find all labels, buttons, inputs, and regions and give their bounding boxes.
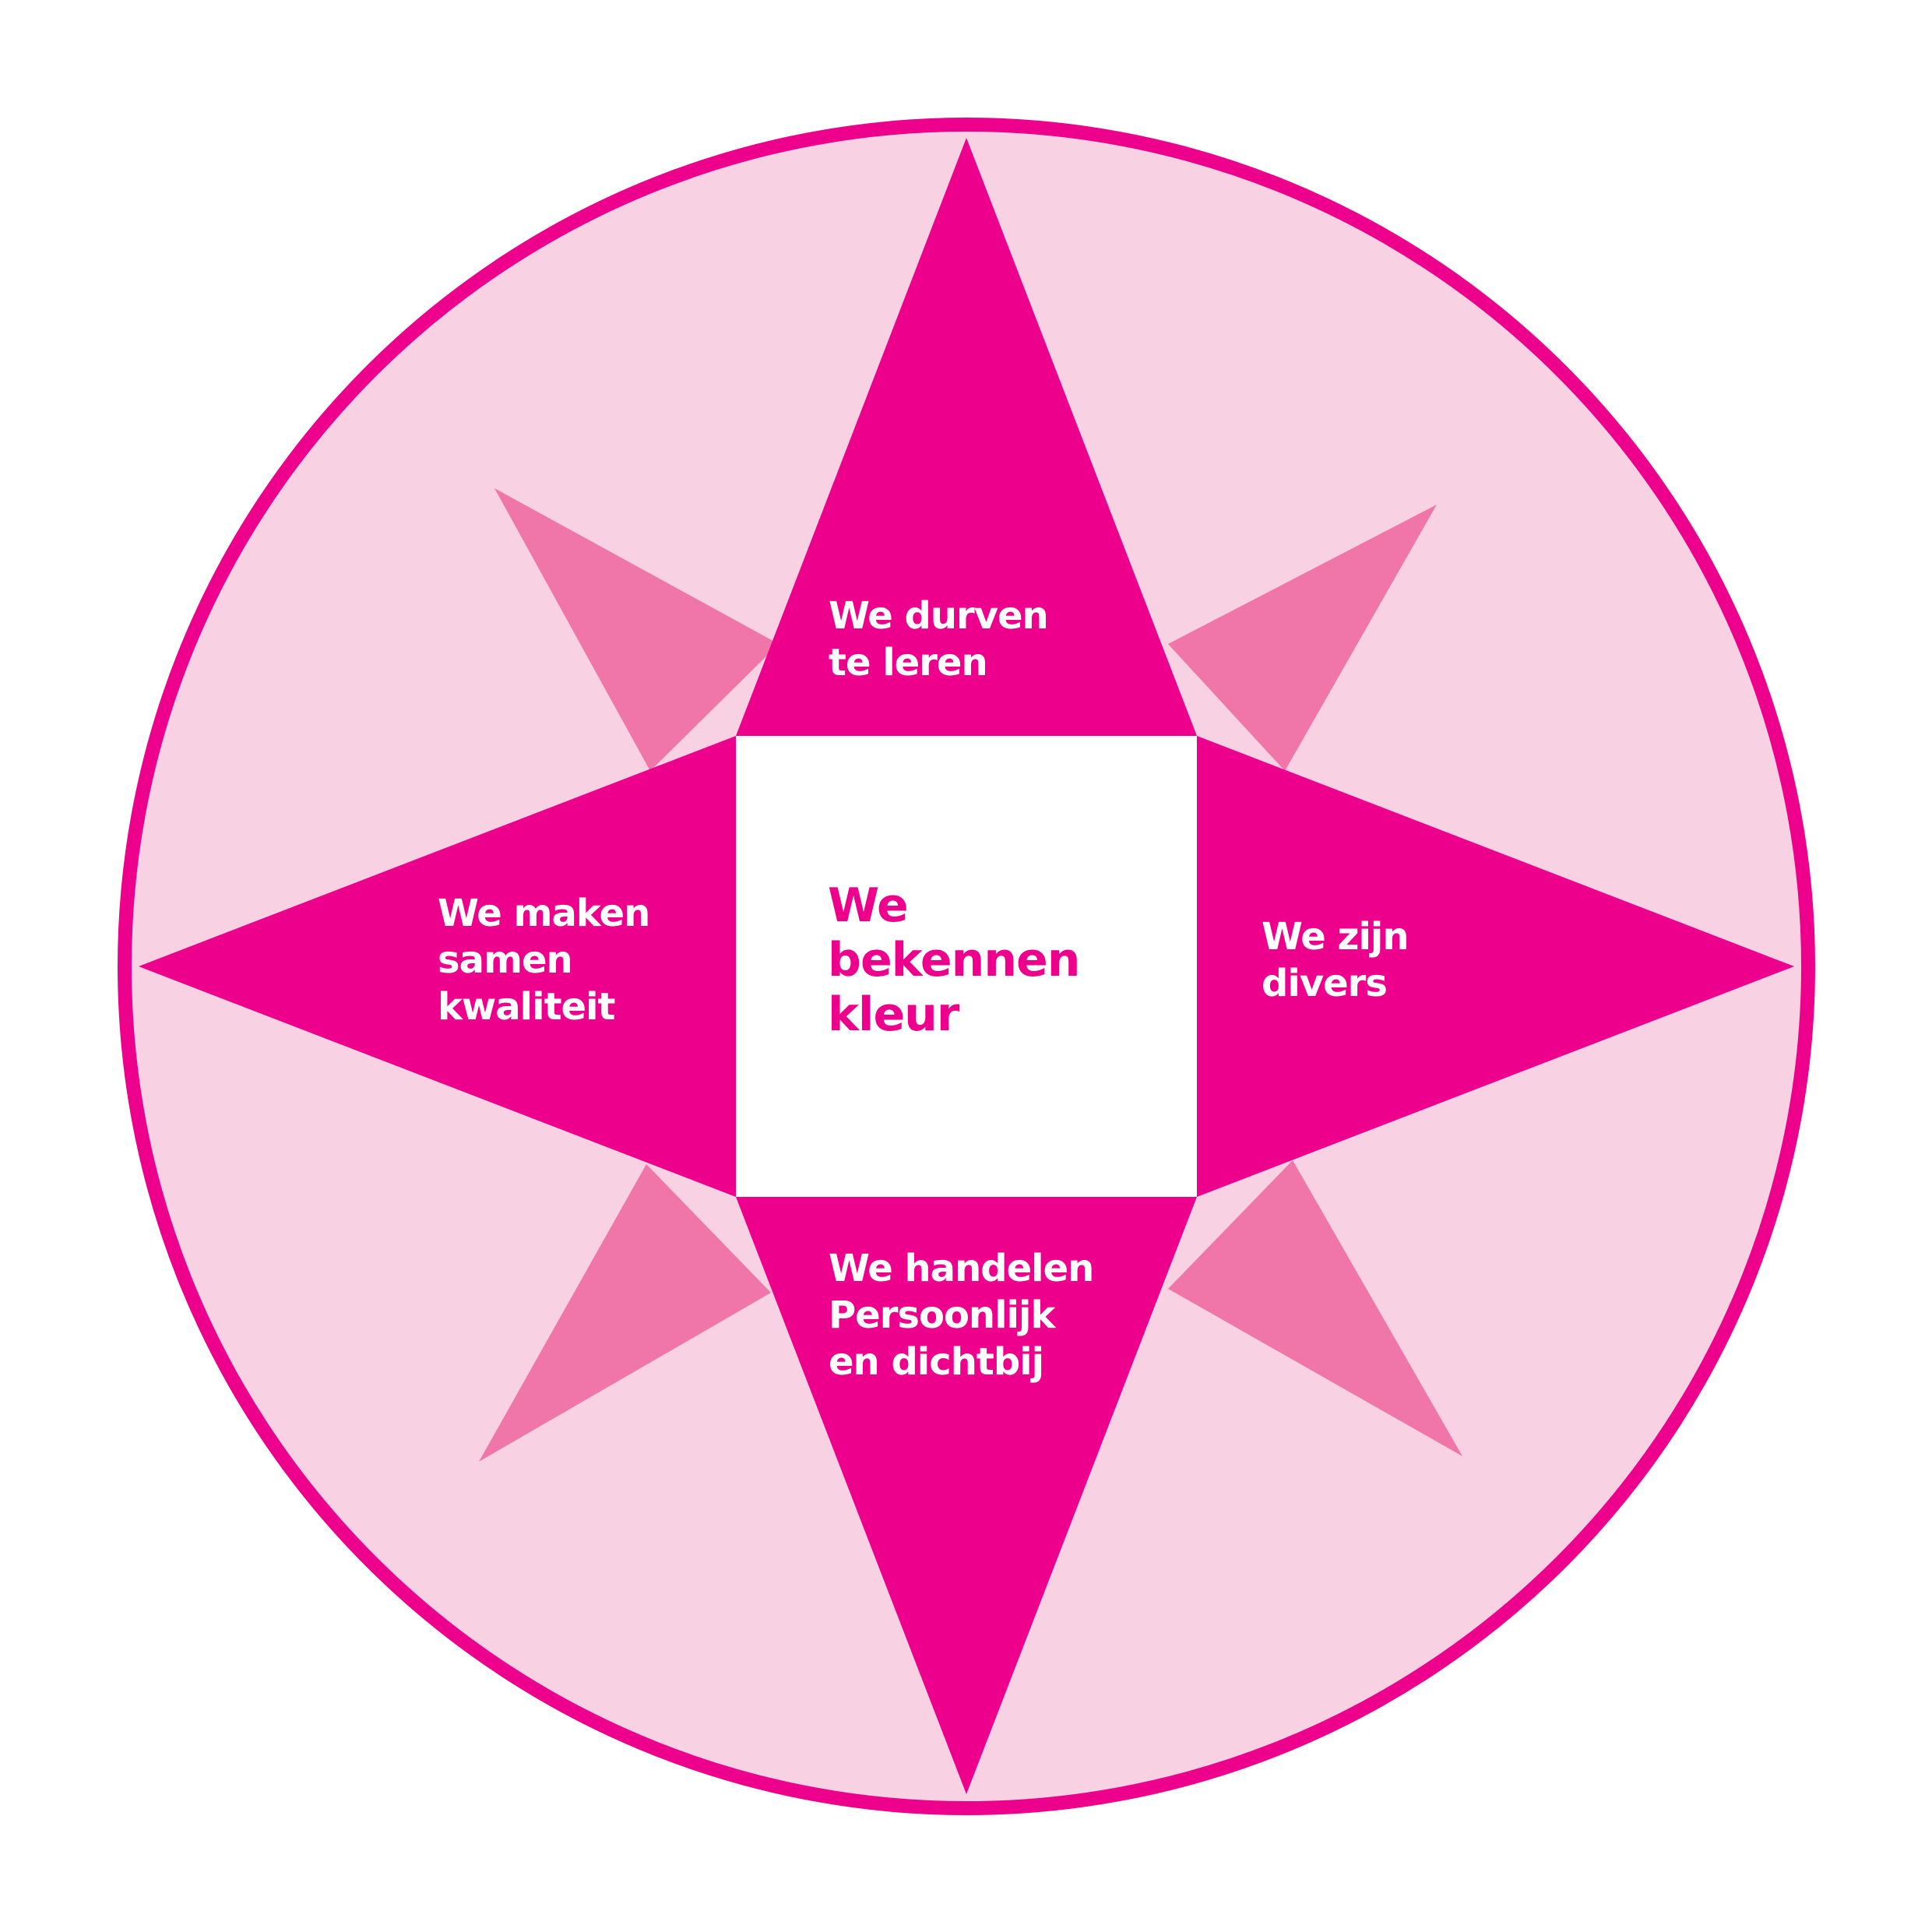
point-east [1197,736,1794,1197]
east-label: We zijn divers [1262,915,1420,1005]
diagonal-point-northeast [1168,505,1437,771]
diagonal-point-southeast [1168,1160,1462,1456]
center-title-line-1: We [828,878,908,933]
west-label-line-1: We maken [438,892,649,935]
south-label-line-3: en dichtbij [829,1340,1043,1384]
point-south [736,1197,1197,1794]
east-label-line-2: divers [1262,962,1387,1005]
point-north [736,138,1197,736]
north-label: We durven te leren [829,594,1060,684]
center-title: We bekennen kleur [828,878,1095,1042]
point-west [139,736,736,1197]
west-label: We maken samen kwaliteit [438,892,662,1029]
diagonal-point-northwest [494,488,779,771]
west-label-line-2: samen [438,938,572,982]
west-label-line-3: kwaliteit [438,985,615,1029]
center-title-line-3: kleur [828,987,960,1042]
center-square [736,736,1197,1197]
east-label-line-1: We zijn [1262,915,1409,959]
south-label: We handelen Persoonlijk en dichtbij [829,1247,1106,1384]
south-label-line-2: Persoonlijk [829,1293,1056,1337]
north-label-line-1: We durven [829,594,1048,638]
center-title-line-2: bekennen [828,933,1079,987]
diagonal-point-southwest [479,1164,771,1462]
north-label-line-2: te leren [829,641,987,684]
south-label-line-1: We handelen [829,1247,1093,1290]
